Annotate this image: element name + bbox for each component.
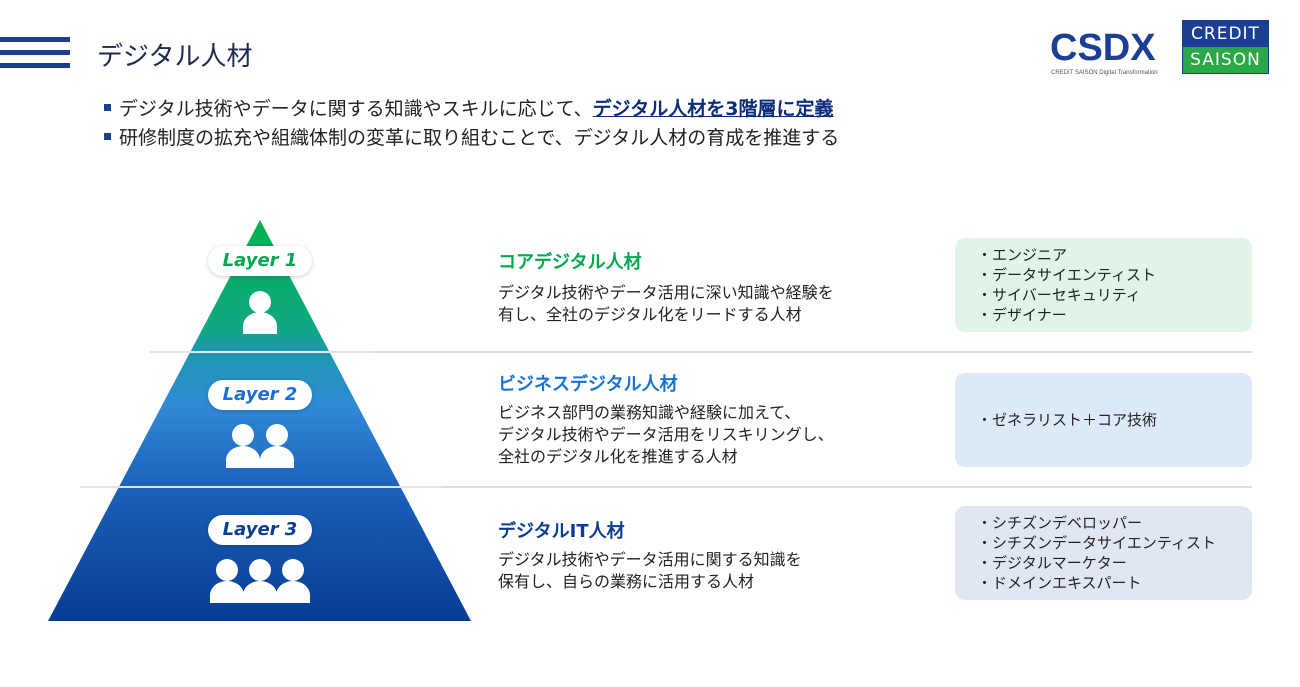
- role-item: ・シチズンデベロッパー: [977, 514, 1143, 532]
- layer-1-title: コアデジタル人材: [498, 252, 642, 273]
- description-line: 全社のデジタル化を推進する人材: [498, 447, 738, 466]
- pyramid-shape: [48, 220, 471, 621]
- role-item: ・デジタルマーケター: [977, 554, 1127, 572]
- description-line: デジタル技術やデータ活用に関する知識を: [498, 550, 802, 569]
- description-line: 有し、全社のデジタル化をリードする人材: [498, 305, 802, 324]
- layer-2-description: ビジネス部門の業務知識や経験に加えて、 デジタル技術やデータ活用をリスキリングし…: [498, 402, 834, 468]
- svg-text:CREDIT SAISON Digital Transfo: CREDIT SAISON Digital Transformation: [1051, 70, 1158, 76]
- person-icon: [243, 291, 277, 334]
- credit-saison-logo: CREDIT SAISON: [1182, 20, 1269, 74]
- bullet-1: デジタル技術やデータに関する知識やスキルに応じて、デジタル人材を3階層に定義: [104, 94, 834, 121]
- layer-3-description: デジタル技術やデータ活用に関する知識を 保有し、自らの業務に活用する人材: [498, 549, 802, 593]
- role-item: ・シチズンデータサイエンティスト: [977, 534, 1216, 552]
- layer-divider: [290, 351, 1252, 353]
- layer-3-title: デジタルIT人材: [498, 521, 625, 542]
- bullet-marker: [104, 133, 111, 140]
- role-item: ・ゼネラリスト＋コア技術: [977, 411, 1158, 429]
- layer-1-label: Layer 1: [208, 246, 312, 276]
- bullet-marker: [104, 104, 111, 111]
- layer-1-roles: ・エンジニア ・データサイエンティスト ・サイバーセキュリティ ・デザイナー: [955, 238, 1252, 332]
- svg-text:CSDX: CSDX: [1050, 27, 1156, 69]
- role-item: ・デザイナー: [977, 306, 1067, 324]
- role-item: ・サイバーセキュリティ: [977, 286, 1141, 304]
- role-item: ・エンジニア: [977, 246, 1068, 264]
- bullet-2: 研修制度の拡充や組織体制の変革に取り組むことで、デジタル人材の育成を推進する: [104, 123, 839, 150]
- two-persons-icon: [226, 424, 294, 468]
- bullet-text: デジタル技術やデータに関する知識やスキルに応じて、: [119, 98, 593, 120]
- layer-1-description: デジタル技術やデータ活用に深い知識や経験を 有し、全社のデジタル化をリードする人…: [498, 282, 834, 326]
- layer-3-label: Layer 3: [208, 515, 312, 545]
- logo-saison-text: SAISON: [1183, 47, 1268, 73]
- layer-2-label: Layer 2: [208, 380, 312, 410]
- description-line: デジタル技術やデータ活用に深い知識や経験を: [498, 283, 834, 302]
- description-line: 保有し、自らの業務に活用する人材: [498, 572, 755, 591]
- role-item: ・ドメインエキスパート: [977, 574, 1142, 592]
- header-stripe: [0, 50, 70, 55]
- csdx-logo: CSDX CREDIT SAISON Digital Transformatio…: [1050, 27, 1158, 76]
- description-line: ビジネス部門の業務知識や経験に加えて、: [498, 403, 801, 422]
- description-line: デジタル技術やデータ活用をリスキリングし、: [498, 425, 834, 444]
- role-item: ・データサイエンティスト: [977, 266, 1156, 284]
- layer-2-title: ビジネスデジタル人材: [498, 374, 678, 395]
- bullet-emphasis: デジタル人材を3階層に定義: [592, 98, 834, 120]
- layer-divider: [230, 486, 1252, 488]
- header-stripe: [0, 37, 70, 42]
- logo-credit-text: CREDIT: [1183, 21, 1268, 47]
- three-persons-icon: [210, 559, 310, 603]
- layer-3-roles: ・シチズンデベロッパー ・シチズンデータサイエンティスト ・デジタルマーケター …: [955, 506, 1252, 600]
- bullet-text: 研修制度の拡充や組織体制の変革に取り組むことで、デジタル人材の育成を推進する: [119, 127, 840, 149]
- header-stripe: [0, 63, 70, 68]
- layer-2-roles: ・ゼネラリスト＋コア技術: [955, 373, 1252, 467]
- page-title: デジタル人材: [97, 42, 253, 72]
